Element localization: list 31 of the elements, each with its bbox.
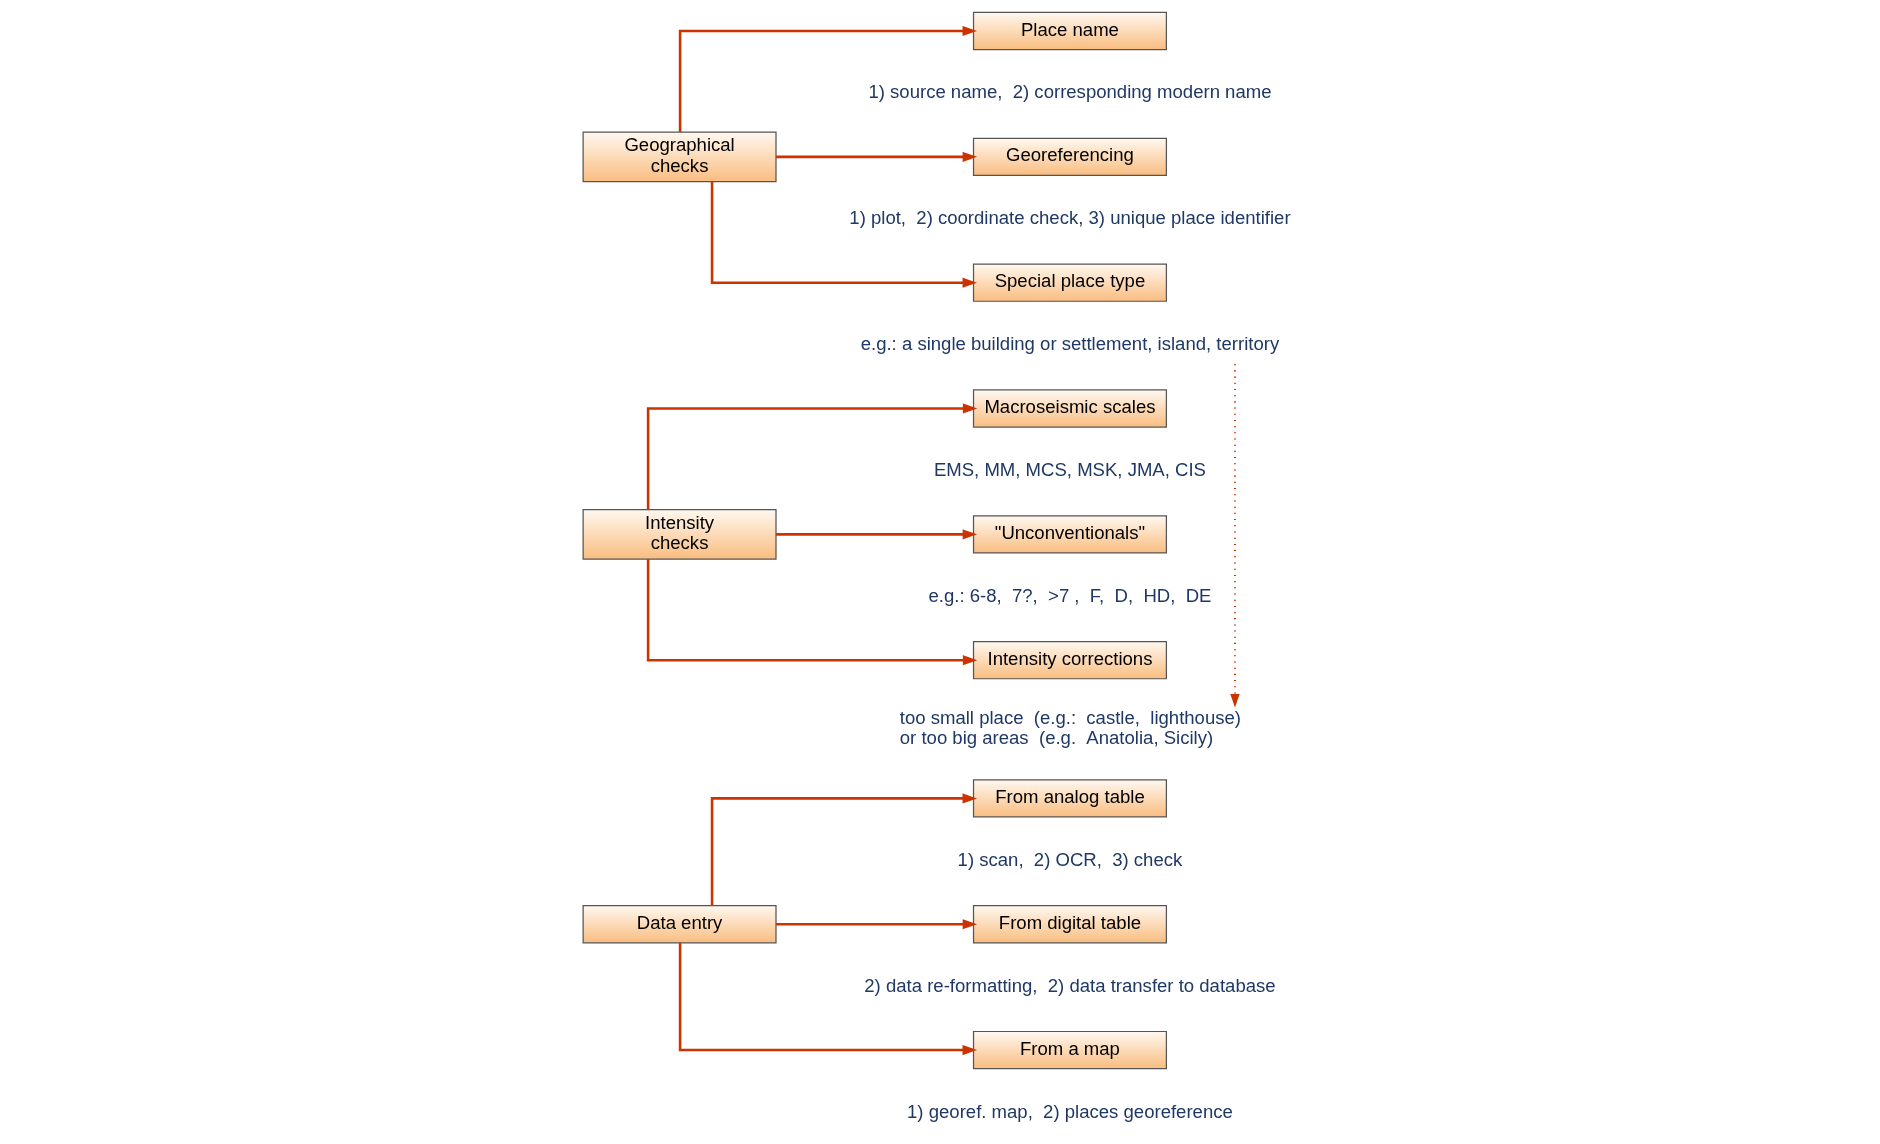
arrow <box>646 403 978 510</box>
arrow <box>710 181 977 288</box>
node-label: 1) source name, 2) corresponding modern name <box>868 81 1272 103</box>
arrow <box>776 529 978 540</box>
node-box: Intensity corrections <box>972 641 1167 680</box>
node-box: From digital table <box>972 905 1167 944</box>
node-text: too small place (e.g.: castle, lighthouse) or too big areas (e.g. Anatolia, Sicily) <box>899 706 1242 749</box>
node-label: 2) data re-formatting, 2) data transfer to database <box>864 974 1276 996</box>
node-box: From a map <box>972 1030 1167 1070</box>
node-box: Georeferencing <box>972 137 1167 177</box>
node-text: e.g.: a single building or settlement, island, territory <box>860 333 1280 355</box>
node-box: Place name <box>972 11 1167 51</box>
node-box: Macroseismic scales <box>972 389 1167 428</box>
node-box: Geographical checks <box>582 131 777 183</box>
arrow <box>678 942 977 1056</box>
arrow <box>710 793 977 906</box>
node-label: 1) scan, 2) OCR, 3) check <box>957 848 1183 870</box>
node-label: EMS, MM, MCS, MSK, JMA, CIS <box>933 458 1206 480</box>
node-label: e.g.: 6-8, 7?, >7 , F, D, HD, DE <box>928 584 1212 606</box>
arrow <box>646 559 978 666</box>
node-label: 1) georef. map, 2) places georeference <box>907 1100 1233 1122</box>
arrow <box>1230 364 1240 708</box>
node-box: Special place type <box>972 263 1167 302</box>
node-box: From analog table <box>972 779 1167 818</box>
arrow <box>776 151 978 162</box>
node-box: Data entry <box>582 905 777 944</box>
arrow <box>776 919 978 930</box>
node-label: 1) plot, 2) coordinate check, 3) unique place identifier <box>849 207 1291 229</box>
arrow <box>678 25 977 132</box>
node-box: Intensity checks <box>582 509 777 560</box>
node-box: "Unconventionals" <box>972 515 1167 554</box>
